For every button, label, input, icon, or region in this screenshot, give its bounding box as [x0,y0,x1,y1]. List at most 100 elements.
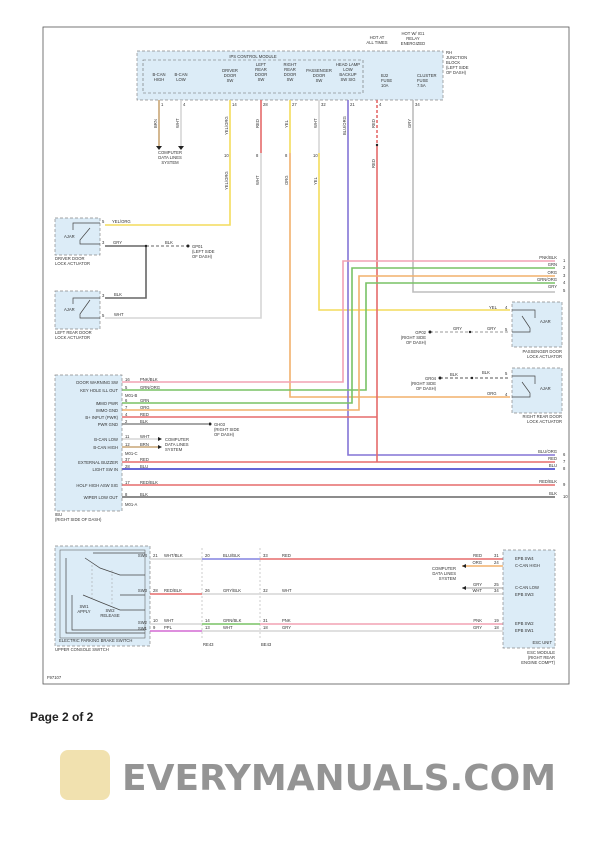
svg-text:4: 4 [379,102,382,107]
svg-text:PWR GND: PWR GND [98,422,118,427]
svg-text:EXTERNAL BUZZER: EXTERNAL BUZZER [78,460,118,465]
svg-text:1: 1 [161,102,164,107]
svg-text:WHT: WHT [223,625,233,630]
svg-text:32: 32 [263,588,268,593]
svg-text:10: 10 [563,494,568,499]
svg-text:IPS CONTROL MODULE: IPS CONTROL MODULE [229,54,277,59]
svg-text:GRY: GRY [282,625,291,630]
svg-text:BLK: BLK [482,370,490,375]
watermark: EVERYMANUALS.COM [60,750,556,800]
svg-text:AJAR: AJAR [540,319,551,324]
esc-module: EPB SW4 C-CAN HIGH C-CAN LOW EPB SW3 EPB… [502,549,556,665]
svg-text:EVERYMANUALS.COM: EVERYMANUALS.COM [122,758,556,799]
svg-text:4: 4 [125,412,128,417]
svg-text:8: 8 [563,466,566,471]
svg-text:34: 34 [494,588,499,593]
svg-text:AJAR: AJAR [64,307,75,312]
svg-text:4: 4 [183,102,186,107]
svg-text:YEL: YEL [489,305,498,310]
svg-text:GRY: GRY [473,582,482,587]
svg-text:YEL/ORG: YEL/ORG [224,171,229,190]
svg-text:UPPER CONSOLE SWITCH: UPPER CONSOLE SWITCH [55,647,109,652]
svg-text:RED: RED [140,412,149,417]
svg-text:ORG: ORG [547,270,557,275]
svg-text:31: 31 [494,553,499,558]
svg-text:ESC UNIT: ESC UNIT [532,640,552,645]
svg-text:34: 34 [415,102,420,107]
svg-text:BLK: BLK [165,240,173,245]
svg-text:6: 6 [125,398,128,403]
svg-text:GH03: GH03 [214,422,226,427]
svg-text:GRN/BLK: GRN/BLK [223,618,242,623]
svg-text:GRY: GRY [548,284,557,289]
ibu-wires [122,260,555,498]
svg-text:PNK/BLK: PNK/BLK [539,255,557,260]
svg-text:EPB SW1: EPB SW1 [515,628,534,633]
svg-text:20: 20 [205,553,210,558]
ibu-module: DOOR WARNING SW KEY HOLE ILL OUT IMMO PW… [54,374,123,522]
svg-text:BRN: BRN [153,119,158,128]
svg-text:GRY: GRY [113,240,122,245]
svg-text:EPB SW2: EPB SW2 [515,621,534,626]
svg-text:RED: RED [548,456,557,461]
svg-text:ORG: ORG [284,175,289,185]
svg-text:31: 31 [263,618,268,623]
svg-text:YEL/ORG: YEL/ORG [224,116,229,135]
svg-text:GRN: GRN [548,262,557,267]
watermark-logo-icon [60,750,110,800]
svg-text:10: 10 [153,618,158,623]
svg-text:GRY/BLK: GRY/BLK [223,588,241,593]
svg-text:GRN/ORG: GRN/ORG [140,385,160,390]
svg-text:7: 7 [125,405,128,410]
svg-text:RED: RED [371,119,376,128]
svg-text:3: 3 [102,240,105,245]
svg-text:ORG: ORG [487,391,497,396]
svg-text:RED/BLK: RED/BLK [140,480,158,485]
svg-text:WHT: WHT [140,434,150,439]
svg-text:SW3: SW3 [138,588,148,593]
svg-text:GRY: GRY [407,119,412,128]
svg-text:PNK/BLK: PNK/BLK [140,377,158,382]
svg-text:11: 11 [125,434,130,439]
svg-text:YEL: YEL [284,119,289,128]
ground-wire-left [105,245,147,299]
svg-text:DOOR WARNING SW: DOOR WARNING SW [76,380,118,385]
svg-text:WHT: WHT [255,175,260,185]
svg-text:AJAR: AJAR [540,386,551,391]
svg-text:GRY: GRY [487,326,496,331]
svg-text:5: 5 [505,371,508,376]
svg-text:GP02: GP02 [415,330,426,335]
svg-text:5: 5 [563,288,566,293]
svg-text:ORG: ORG [472,560,482,565]
svg-text:SW4: SW4 [138,553,148,558]
svg-text:25: 25 [494,582,499,587]
svg-text:GR04: GR04 [425,376,437,381]
svg-text:GP01: GP01 [192,244,203,249]
svg-text:21: 21 [153,553,158,558]
svg-text:17: 17 [125,480,130,485]
top-wire-labels: 1 4 14 28 27 32 21 4 34 BRN WHT YEL/ORG … [153,102,420,190]
svg-text:4: 4 [505,305,508,310]
ground-gp01 [186,244,190,248]
svg-text:RED: RED [255,119,260,128]
epb-wires [150,558,503,632]
svg-text:16: 16 [125,377,130,382]
svg-text:4: 4 [505,392,508,397]
